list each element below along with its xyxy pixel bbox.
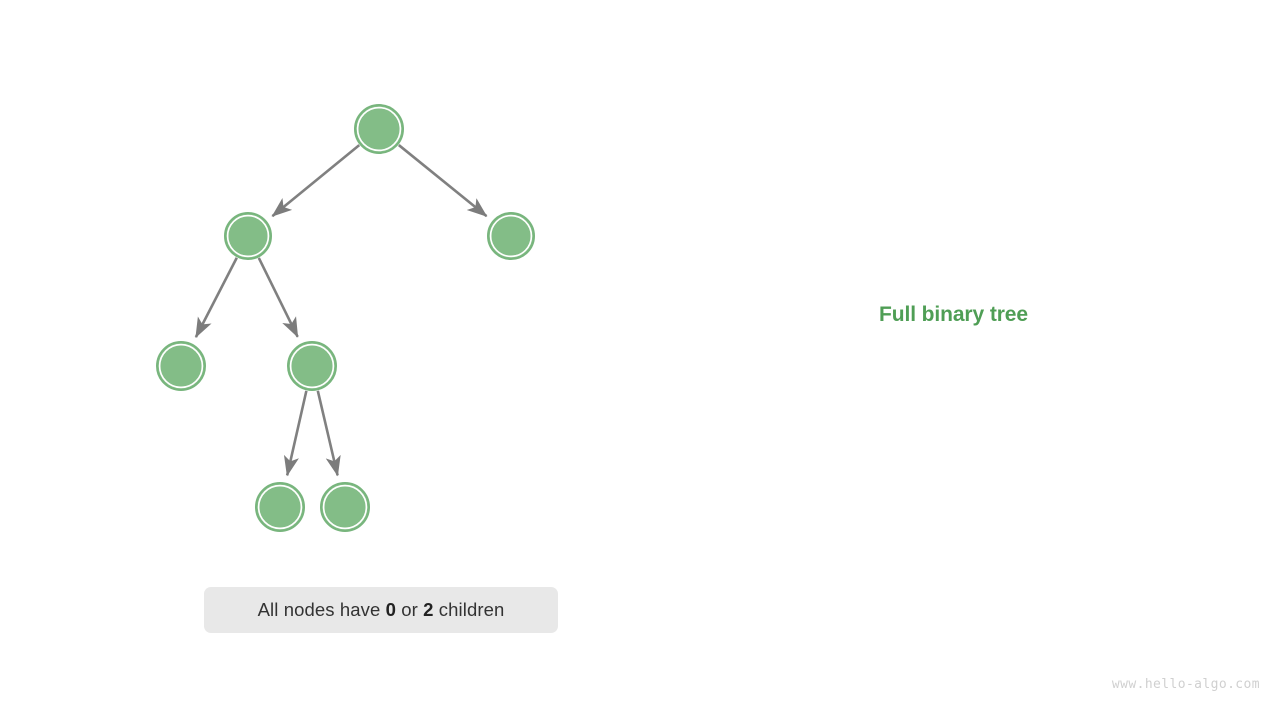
node-body — [358, 108, 400, 150]
node-inner-ring — [322, 484, 368, 530]
node-inner-ring — [356, 106, 402, 152]
tree-node — [255, 482, 305, 532]
caption-badge: All nodes have 0 or 2 children — [204, 587, 558, 633]
caption-text: All nodes have 0 or 2 children — [258, 599, 505, 621]
tree-node — [287, 341, 337, 391]
node-body — [291, 345, 333, 387]
node-body — [324, 486, 366, 528]
edge-layer — [194, 144, 488, 477]
tree-node — [487, 212, 535, 260]
tree-edge — [271, 144, 361, 218]
page-title: Full binary tree — [879, 303, 1028, 326]
node-inner-ring — [289, 343, 335, 389]
caption-suffix: children — [433, 599, 505, 620]
caption-middle: or — [396, 599, 424, 620]
tree-edge — [283, 390, 308, 477]
caption-value-a: 0 — [385, 599, 397, 620]
watermark: www.hello-algo.com — [1111, 677, 1260, 692]
node-body — [259, 486, 301, 528]
tree-node — [320, 482, 370, 532]
node-body — [160, 345, 202, 387]
node-inner-ring — [226, 214, 270, 258]
tree-edge — [194, 257, 238, 339]
node-body — [228, 216, 268, 256]
node-inner-ring — [257, 484, 303, 530]
tree-node — [224, 212, 272, 260]
tree-edge — [257, 257, 299, 338]
node-inner-ring — [158, 343, 204, 389]
tree-edge — [397, 144, 488, 218]
tree-node — [354, 104, 404, 154]
caption-prefix: All nodes have — [257, 599, 386, 620]
caption-value-b: 2 — [423, 599, 434, 620]
tree-edge — [316, 390, 341, 477]
tree-node — [156, 341, 206, 391]
node-body — [491, 216, 531, 256]
node-inner-ring — [489, 214, 533, 258]
node-layer — [156, 104, 535, 532]
